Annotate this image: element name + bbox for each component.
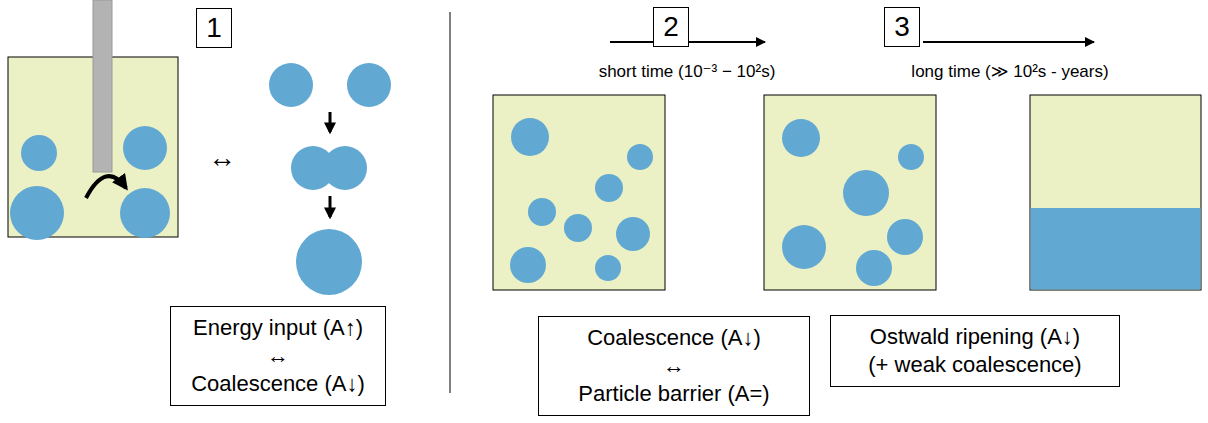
box-text: 1	[206, 12, 222, 44]
box-text: 3	[894, 11, 910, 43]
droplets	[10, 126, 170, 240]
stirrer-rod	[93, 0, 112, 172]
separated-panel	[1030, 95, 1201, 290]
divider	[450, 12, 451, 393]
separated-phase	[1031, 208, 1201, 290]
step-number: 3	[884, 7, 920, 47]
droplets	[510, 118, 653, 283]
time-arrow	[923, 41, 1094, 43]
sequence-arrow	[329, 196, 332, 217]
box-text: Particle barrier (A=)	[578, 380, 769, 408]
step-number: 1	[196, 8, 232, 48]
step-number: 2	[653, 7, 689, 47]
box-text: ↔	[191, 342, 365, 370]
time-label: long time (≫ 10²s - years)	[911, 61, 1108, 82]
stir-arrow	[86, 176, 126, 198]
text-group: Energy input (A↑)↔Coalescence (A↓)	[191, 314, 365, 398]
box-text: Ostwald ripening (A↓)	[868, 323, 1081, 351]
box-text: (+ weak coalescence)	[868, 351, 1081, 379]
emulsion-panel	[764, 95, 936, 290]
box-text: 2	[663, 11, 679, 43]
text-group: Coalescence (A↓)↔Particle barrier (A=)	[578, 324, 769, 408]
box-text: ↔	[578, 352, 769, 380]
droplets	[782, 119, 924, 286]
mechanism-box: Energy input (A↑)↔Coalescence (A↓)	[170, 306, 386, 406]
box-text: Coalescence (A↓)	[578, 324, 769, 352]
box-text: Energy input (A↑)	[191, 314, 365, 342]
text-group: 1	[206, 12, 222, 44]
mechanism-box: Ostwald ripening (A↓)(+ weak coalescence…	[830, 315, 1120, 387]
text-group: Ostwald ripening (A↓)(+ weak coalescence…	[868, 323, 1081, 379]
sequence-arrow	[329, 112, 332, 132]
time-label: short time (10⁻³ − 10²s)	[599, 61, 776, 82]
coalescing-droplets	[269, 63, 391, 295]
text-group: 3	[894, 11, 910, 43]
emulsion-panel	[493, 95, 665, 290]
text-group: 2	[663, 11, 679, 43]
mechanism-box: Coalescence (A↓)↔Particle barrier (A=)	[538, 316, 810, 416]
arrow-symbol: ↔	[208, 142, 236, 174]
box-text: Coalescence (A↓)	[191, 370, 365, 398]
